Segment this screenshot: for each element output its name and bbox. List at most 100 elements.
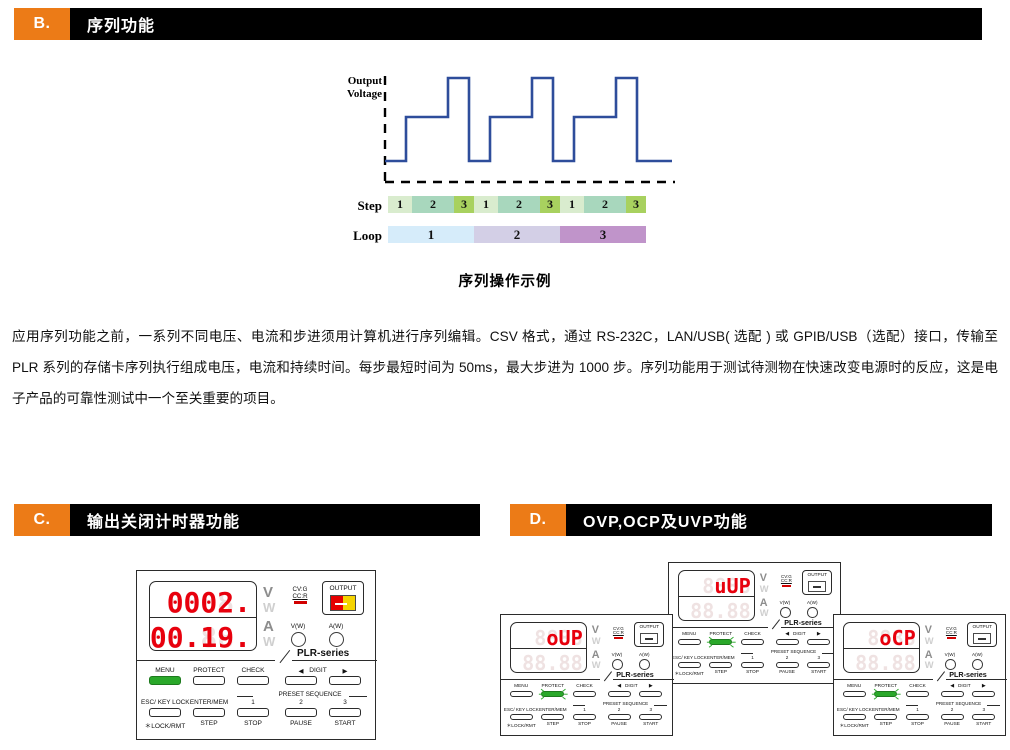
- preset-1-button[interactable]: [237, 708, 269, 717]
- digit-right-button[interactable]: [972, 690, 996, 698]
- output-switch-plain: [641, 633, 658, 644]
- knob-voltage[interactable]: [611, 658, 623, 670]
- protect-button[interactable]: [541, 690, 565, 698]
- label-top-esc-keylock-button: ESC/ KEY LOCK: [503, 707, 539, 713]
- output-switch[interactable]: [973, 632, 992, 645]
- enter-mem-button[interactable]: [193, 708, 225, 717]
- series-name-label: PLR-series: [784, 618, 822, 628]
- digit-left-button[interactable]: [775, 638, 799, 646]
- preset-3-button[interactable]: [807, 661, 831, 669]
- label-bottom-enter-mem-button: STEP: [879, 722, 893, 728]
- lcd-top-off: 8888: [867, 626, 916, 651]
- label-bottom-preset-2-button: PAUSE: [290, 720, 312, 727]
- knob-current[interactable]: [972, 658, 984, 670]
- lcd-line-bottom: 88.88: [679, 599, 755, 619]
- unit-w-top-label: W: [263, 600, 276, 615]
- label-protect-button: PROTECT: [709, 632, 733, 638]
- enter-mem-button[interactable]: [709, 661, 733, 669]
- esc-keylock-button[interactable]: [509, 713, 533, 721]
- preset-2-button[interactable]: [607, 713, 631, 721]
- preset-2-button[interactable]: [940, 713, 964, 721]
- preset-1-button[interactable]: [741, 661, 765, 669]
- label-bottom-preset-3-button: START: [811, 670, 827, 676]
- step-cell: 2: [584, 196, 626, 213]
- digit-left-button[interactable]: [940, 690, 964, 698]
- output-switch[interactable]: [640, 632, 659, 645]
- preset-1-button[interactable]: [573, 713, 597, 721]
- knob-current[interactable]: [807, 606, 819, 618]
- knob-voltage[interactable]: [779, 606, 791, 618]
- lcd-line-bottom: 88.88.00.19.: [150, 620, 256, 650]
- output-label: OUTPUT: [639, 624, 660, 630]
- menu-button[interactable]: [677, 638, 701, 646]
- preset-1-button[interactable]: [906, 713, 930, 721]
- preset-3-button[interactable]: [639, 713, 663, 721]
- menu-button[interactable]: [509, 690, 533, 698]
- lcd-line-bottom: 88.88: [844, 651, 920, 673]
- lcd-line-bottom: 88.88: [511, 651, 587, 673]
- preset-rule-right: [653, 705, 667, 707]
- lcd-line-top: 8888.0002.: [150, 585, 256, 619]
- protect-button[interactable]: [193, 676, 225, 685]
- label-protect-button: PROTECT: [193, 667, 225, 674]
- output-button-frame[interactable]: OUTPUT: [322, 581, 364, 615]
- check-button[interactable]: [573, 690, 597, 698]
- knob-voltage[interactable]: [944, 658, 956, 670]
- knob-current[interactable]: [639, 658, 651, 670]
- preset-sequence-label: PRESET SEQUENCE: [770, 649, 817, 655]
- digit-right-button[interactable]: [807, 638, 831, 646]
- output-switch[interactable]: [330, 595, 356, 611]
- output-button-frame[interactable]: OUTPUT: [634, 622, 665, 647]
- unit-w-top-label: W: [759, 583, 769, 594]
- label-bottom-esc-keylock-button: ＊LOCK/RMT: [839, 724, 869, 730]
- digit-left-button[interactable]: [607, 690, 631, 698]
- label-bottom-preset-3-button: START: [334, 720, 356, 727]
- check-button[interactable]: [906, 690, 930, 698]
- lcd-top-value: 0002.: [166, 586, 251, 619]
- section-title-b: 序列功能: [87, 18, 156, 35]
- label-top-preset-2-button: 2: [299, 699, 303, 706]
- preset-2-button[interactable]: [775, 661, 799, 669]
- label-bottom-preset-2-button: PAUSE: [611, 722, 627, 728]
- digit-left-button[interactable]: [285, 676, 317, 685]
- digit-right-button[interactable]: [639, 690, 663, 698]
- output-button-frame[interactable]: OUTPUT: [967, 622, 998, 647]
- knob-current[interactable]: [329, 632, 344, 647]
- section-letter-d: D.: [510, 504, 566, 536]
- esc-keylock-button[interactable]: [149, 708, 181, 717]
- knob-v-label: V(W): [611, 652, 623, 658]
- preset-3-button[interactable]: [972, 713, 996, 721]
- check-button[interactable]: [741, 638, 765, 646]
- knob-voltage[interactable]: [291, 632, 306, 647]
- label-digit-left-button: ◀: [785, 632, 789, 638]
- lcd-divider: [510, 648, 587, 650]
- protect-button[interactable]: [874, 690, 898, 698]
- preset-rule-right: [821, 653, 835, 655]
- output-button-frame[interactable]: OUTPUT: [802, 570, 833, 595]
- output-switch[interactable]: [808, 580, 827, 593]
- enter-mem-button[interactable]: [874, 713, 898, 721]
- status-led: [613, 637, 624, 639]
- menu-button[interactable]: [149, 676, 181, 685]
- check-button[interactable]: [237, 676, 269, 685]
- panel-diagonal-slash: [936, 671, 945, 682]
- lcd-bottom-off: 88.88: [855, 651, 916, 673]
- label-bottom-preset-3-button: START: [976, 722, 992, 728]
- preset-3-button[interactable]: [329, 708, 361, 717]
- esc-keylock-button[interactable]: [677, 661, 701, 669]
- enter-mem-button[interactable]: [541, 713, 565, 721]
- esc-keylock-button[interactable]: [842, 713, 866, 721]
- digit-right-button[interactable]: [329, 676, 361, 685]
- menu-button[interactable]: [842, 690, 866, 698]
- lcd-bottom-off: 88.88: [522, 651, 583, 673]
- unit-a-label: A: [263, 618, 274, 635]
- section-letter-b: B.: [14, 8, 70, 40]
- preset-2-button[interactable]: [285, 708, 317, 717]
- label-check-button: CHECK: [744, 632, 761, 638]
- protect-button[interactable]: [709, 638, 733, 646]
- status-led: [781, 585, 792, 587]
- separator-line-left: [669, 627, 769, 629]
- unit-w-top-label: W: [924, 635, 934, 646]
